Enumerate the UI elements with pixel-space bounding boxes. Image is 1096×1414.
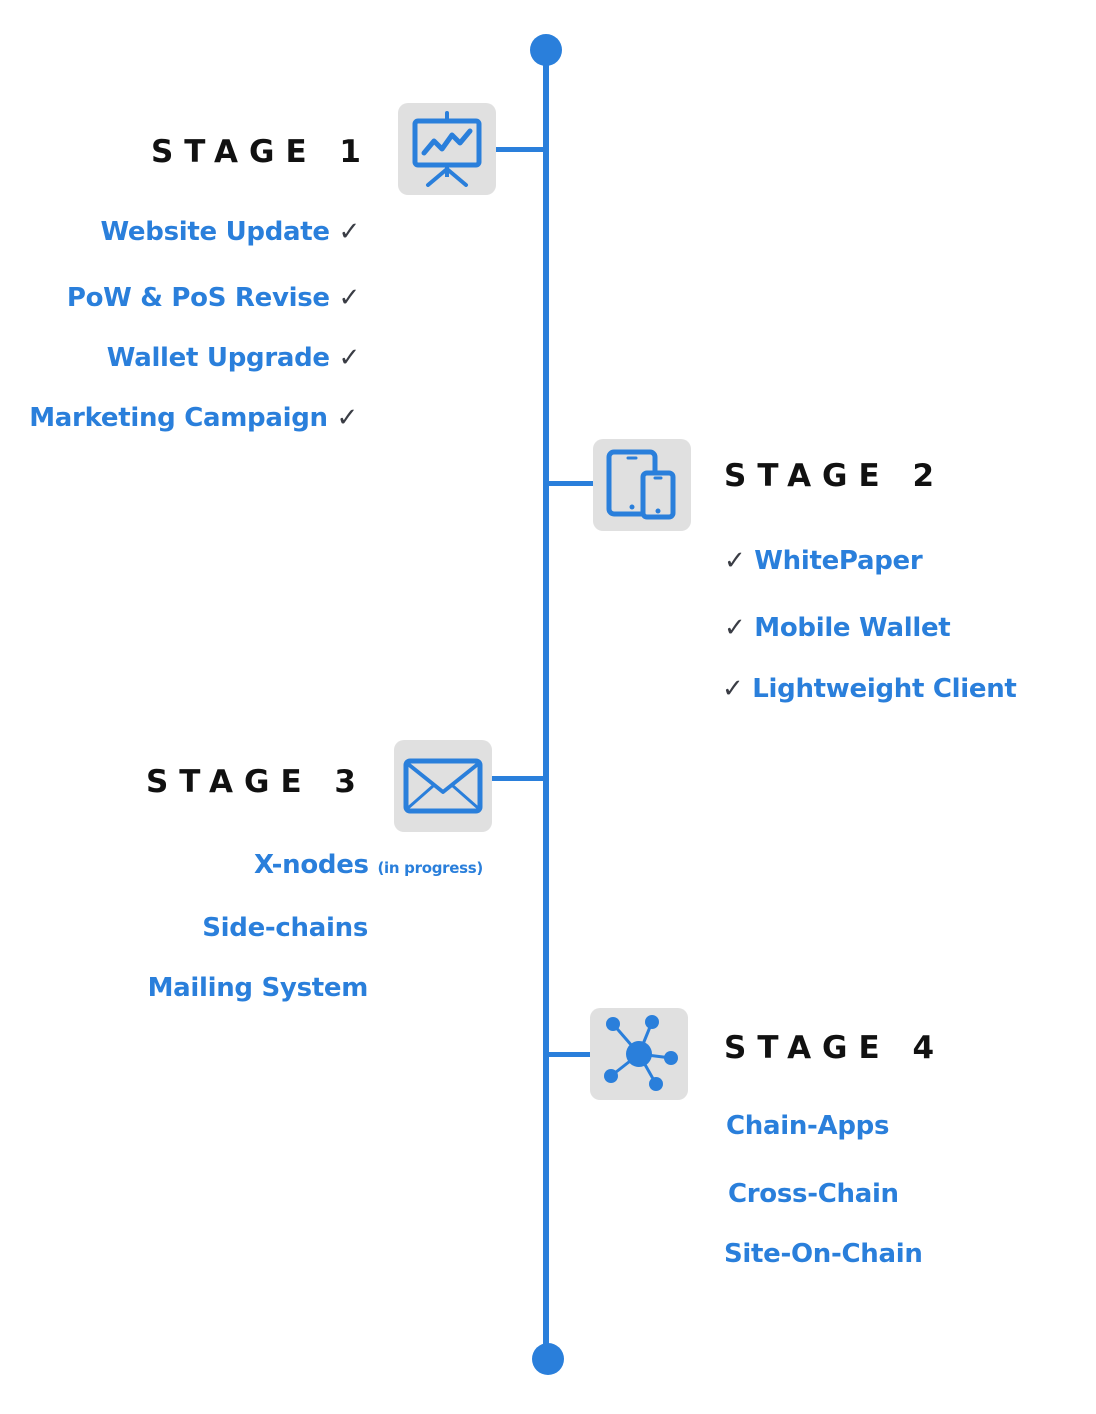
- stage-2-item: ✓ Mobile Wallet: [724, 613, 951, 643]
- stage-2-item: ✓ WhitePaper: [724, 546, 923, 576]
- stage-3-item: X-nodes (in progress): [254, 850, 483, 880]
- check-icon: ✓: [338, 283, 361, 313]
- stage-1-item: Website Update ✓: [100, 217, 360, 247]
- stage-2-item: ✓ Lightweight Client: [722, 674, 1017, 704]
- timeline-start-dot: [530, 34, 562, 66]
- stage-1-item: PoW & PoS Revise ✓: [66, 283, 361, 313]
- stage-1-title: STAGE 1: [150, 134, 372, 170]
- check-icon: ✓: [724, 546, 746, 576]
- stage-4-icon-box: [590, 1008, 688, 1100]
- stage-2-connector: [547, 481, 595, 486]
- stage-4-item: Site-On-Chain: [724, 1239, 923, 1269]
- stage-4-item: Chain-Apps: [726, 1111, 890, 1141]
- presentation-chart-icon: [412, 111, 482, 187]
- envelope-icon: [403, 758, 483, 814]
- stage-3-item: Mailing System: [147, 973, 369, 1003]
- check-icon: ✓: [338, 217, 361, 247]
- stage-1-item: Marketing Campaign ✓: [29, 403, 358, 433]
- stage-4-item: Cross-Chain: [728, 1179, 899, 1209]
- status-note: (in progress): [377, 859, 483, 877]
- network-hub-icon: [604, 1015, 678, 1091]
- tablet-phone-icon: [606, 449, 676, 520]
- stage-3-icon-box: [394, 740, 492, 832]
- stage-1-icon-box: [398, 103, 496, 195]
- stage-2-icon-box: [593, 439, 691, 531]
- stage-4-title: STAGE 4: [724, 1030, 946, 1066]
- timeline-axis: [543, 48, 549, 1360]
- timeline-end-dot: [532, 1343, 564, 1375]
- stage-3-item: Side-chains: [202, 913, 368, 943]
- stage-1-connector: [495, 147, 545, 152]
- stage-3-connector: [491, 776, 545, 781]
- stage-3-title: STAGE 3: [145, 764, 367, 800]
- stage-1-item: Wallet Upgrade ✓: [106, 343, 361, 373]
- check-icon: ✓: [722, 674, 744, 704]
- check-icon: ✓: [336, 403, 359, 433]
- check-icon: ✓: [338, 343, 361, 373]
- stage-2-title: STAGE 2: [724, 458, 946, 494]
- check-icon: ✓: [724, 613, 746, 643]
- stage-4-connector: [547, 1052, 591, 1057]
